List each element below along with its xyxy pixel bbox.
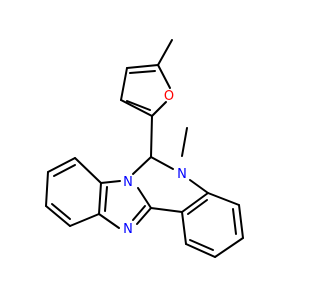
benzene-right-double-bond [187, 199, 208, 215]
benzene-left-bond [74, 157, 102, 184]
benzene-right-double-bond [189, 239, 214, 251]
benzene-left-bond [98, 182, 102, 215]
c2-imine-n-bond [136, 207, 152, 225]
furan-bond [120, 67, 128, 101]
furan-bond [151, 101, 167, 117]
atom-labels: O N N N [123, 89, 187, 237]
benzene-left-bond [47, 157, 76, 173]
imine-nitrogen-atom-label: N [123, 222, 133, 237]
n-methyl-bond [181, 127, 188, 157]
c2-imine-n-double-bond [132, 205, 146, 221]
benzene-left-double-bond [53, 164, 76, 177]
furan-bond [157, 64, 171, 89]
imidazole-bond [98, 213, 120, 229]
benzene-right-bond [238, 204, 244, 239]
benzene-left-double-bond [51, 203, 71, 220]
furan-bond [126, 64, 159, 69]
benzene-right-bond [207, 192, 240, 206]
benzene-left-double-bond [104, 186, 108, 212]
bond-lines [45, 39, 244, 258]
imidazole-bond [100, 180, 121, 184]
n-aryl-bond [189, 179, 209, 194]
c2-bridge-n-bond [137, 187, 152, 209]
benzene-right-bond [181, 192, 209, 213]
benzene-right-bond [181, 211, 187, 245]
furan-to-ch-bond [150, 115, 153, 158]
ch-n-bond [150, 156, 174, 170]
benzene-right-bond [214, 237, 244, 258]
chemical-structure: O N N N [45, 39, 244, 258]
benzene-right-bond [185, 243, 216, 258]
furan-bond [120, 99, 153, 117]
ch-bridge-n-bond [132, 156, 152, 175]
furan-double-bond [129, 70, 156, 74]
aryl-to-c2-bond [150, 207, 183, 213]
bridge-nitrogen-atom-label: N [123, 175, 133, 190]
methyl-nitrogen-atom-label: N [177, 167, 187, 182]
oxygen-atom-label: O [164, 89, 174, 104]
benzene-left-bond [45, 205, 71, 227]
benzene-left-bond [69, 213, 100, 227]
furan-methyl-bond [157, 39, 173, 66]
furan-double-bond [126, 100, 151, 111]
benzene-right-double-bond [232, 208, 237, 235]
benzene-left-bond [45, 171, 49, 207]
